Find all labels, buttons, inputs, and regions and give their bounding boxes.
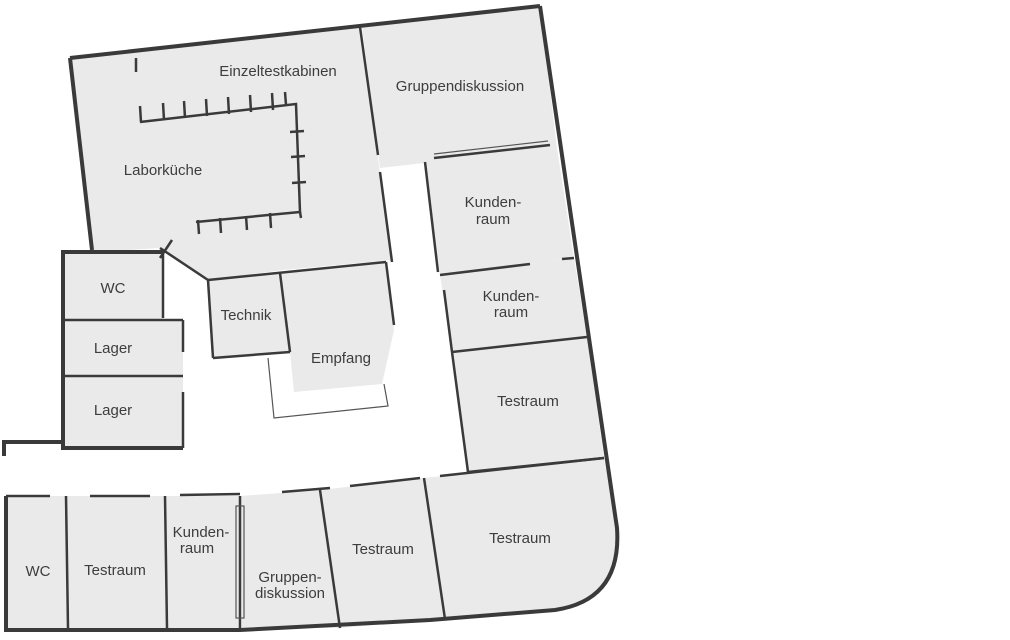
outer-wall-top <box>69 4 541 60</box>
room-empfang-area <box>282 262 394 392</box>
label-gruppendiskussion-bottom-line2: diskussion <box>255 585 325 602</box>
outer-wall-storage-block <box>61 250 183 450</box>
booth-tick <box>182 100 187 119</box>
booth-tick <box>138 105 143 123</box>
wall-test-right-left <box>450 351 470 473</box>
booth-tick <box>290 154 306 159</box>
room-fills <box>6 8 618 628</box>
room-testraum-right-bottom-area <box>424 458 618 619</box>
wall-kunden-1-2 <box>439 262 531 277</box>
booth-tick <box>244 215 249 231</box>
wall-technik-top <box>207 260 387 282</box>
room-lager-1-area <box>63 320 183 376</box>
room-kundenraum-1-area <box>425 148 574 275</box>
booth-tick <box>289 129 305 134</box>
label-testraum-left: Testraum <box>84 562 146 579</box>
label-testraum-right-bottom: Testraum <box>489 530 551 547</box>
room-technik-area <box>208 273 290 358</box>
wall-gruppen-bottom <box>433 143 551 160</box>
wall-technik-empfang <box>278 272 292 353</box>
label-kundenraum-2-line2: raum <box>494 304 528 321</box>
wall-empfang-right <box>384 261 396 326</box>
booth-tick <box>204 98 209 117</box>
label-wc-bottom: WC <box>26 563 51 580</box>
label-kundenraum-3-line1: Kunden- <box>173 524 230 541</box>
wall-technik-bottom <box>212 350 291 360</box>
wall-kunden-2-test <box>451 335 588 354</box>
outer-wall-entrance-stub <box>2 440 63 456</box>
label-wc-top: WC <box>101 280 126 297</box>
wall-technik-left <box>206 279 215 359</box>
outer-wall-right <box>4 5 620 632</box>
room-laborkueche-area <box>70 27 392 280</box>
room-wc-top-area <box>63 252 163 320</box>
booth-tick <box>270 92 275 111</box>
booth-tick <box>298 211 303 219</box>
wall-kunden-left <box>423 161 440 273</box>
label-kundenraum-3-line2: raum <box>180 540 214 557</box>
wall-test-test <box>422 477 447 620</box>
wall-laborkueche-door <box>158 239 174 259</box>
wall-laborkueche-diag <box>159 246 209 282</box>
room-labels: Einzeltestkabinen Gruppendiskussion Labo… <box>26 63 559 602</box>
room-lager-2-area <box>63 376 183 448</box>
label-testraum-right-mid: Testraum <box>497 393 559 410</box>
room-gruppendiskussion-bottom-area <box>240 490 340 628</box>
wall-bottom-row-top-6 <box>439 456 605 478</box>
wall-kunden-2-left <box>442 289 454 353</box>
booth-row-top <box>139 102 302 224</box>
wall-bottom-row-top-5 <box>349 476 421 488</box>
label-kundenraum-1-line2: raum <box>476 211 510 228</box>
room-kundenraum-2-area <box>440 258 587 352</box>
label-kundenraum-1-line1: Kunden- <box>465 194 522 211</box>
room-wc-bottom-area <box>6 496 68 628</box>
internal-walls <box>6 26 605 629</box>
label-laborkueche: Laborküche <box>124 162 202 179</box>
room-testraum-left-area <box>66 496 167 628</box>
wall-kunden-1-2-stub <box>561 256 575 261</box>
wall-bottom-row-top-3 <box>179 492 241 497</box>
label-empfang: Empfang <box>311 350 371 367</box>
label-kundenraum-2-line1: Kunden- <box>483 288 540 305</box>
wall-wc-testraum <box>64 495 70 629</box>
wall-testraum-kunden <box>163 495 169 629</box>
folding-partition <box>235 505 245 619</box>
outer-wall-left-upper <box>68 57 94 251</box>
booth-tick <box>226 96 231 115</box>
label-lager-2: Lager <box>94 402 132 419</box>
label-lager-1: Lager <box>94 340 132 357</box>
booth-tick <box>268 212 273 229</box>
wall-bottom-row-top-4 <box>281 486 331 494</box>
wall-gruppen-bottom-window <box>433 140 549 155</box>
label-gruppendiskussion-bottom-line1: Gruppen- <box>258 569 321 586</box>
booth-tick <box>291 180 307 185</box>
wall-einzeltest-gruppen <box>358 26 380 156</box>
booth-tick <box>248 94 253 113</box>
booth-tick <box>218 217 223 234</box>
label-technik: Technik <box>221 307 272 324</box>
label-einzeltestkabinen: Einzeltestkabinen <box>219 63 337 80</box>
wall-gruppen-test <box>318 489 342 629</box>
room-gruppendiskussion-top-area <box>362 8 557 168</box>
booth-tick <box>283 91 288 106</box>
label-testraum-center: Testraum <box>352 541 414 558</box>
reception-counter <box>267 357 389 419</box>
room-testraum-center-area <box>320 478 445 628</box>
room-kundenraum-3-area <box>165 496 240 628</box>
wall-gruppen-corridor <box>378 171 394 263</box>
label-gruppendiskussion-top: Gruppendiskussion <box>396 78 524 95</box>
room-testraum-right-mid-area <box>452 337 604 472</box>
booth-tick <box>161 102 166 121</box>
outer-walls <box>2 4 620 632</box>
booth-tick <box>196 219 201 235</box>
